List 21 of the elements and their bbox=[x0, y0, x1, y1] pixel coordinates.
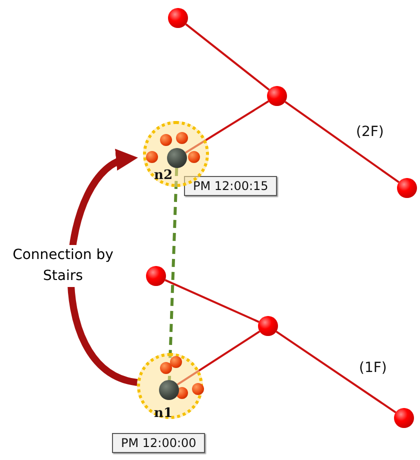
graph-link bbox=[185, 23, 270, 91]
node-ball bbox=[146, 266, 166, 286]
floor-label: (1F) bbox=[359, 360, 387, 376]
floor-label: (2F) bbox=[356, 124, 384, 140]
graph-link bbox=[184, 100, 270, 154]
graph-link bbox=[284, 100, 400, 184]
node-ball bbox=[267, 86, 287, 106]
person-marker bbox=[167, 148, 187, 168]
node-ball bbox=[258, 316, 278, 336]
timestamp-label: PM 12:00:00 bbox=[112, 433, 206, 453]
dashed-link bbox=[168, 168, 178, 380]
node-ball bbox=[394, 408, 414, 428]
graph-link bbox=[176, 330, 260, 386]
timestamp-label: PM 12:00:15 bbox=[184, 176, 278, 196]
node-ball bbox=[168, 8, 188, 28]
node-label: n2 bbox=[154, 168, 172, 183]
graph-link bbox=[276, 330, 396, 414]
node-label: n1 bbox=[154, 406, 172, 421]
graph-link bbox=[164, 279, 260, 323]
person-marker bbox=[159, 380, 179, 400]
node-ball bbox=[397, 178, 417, 198]
